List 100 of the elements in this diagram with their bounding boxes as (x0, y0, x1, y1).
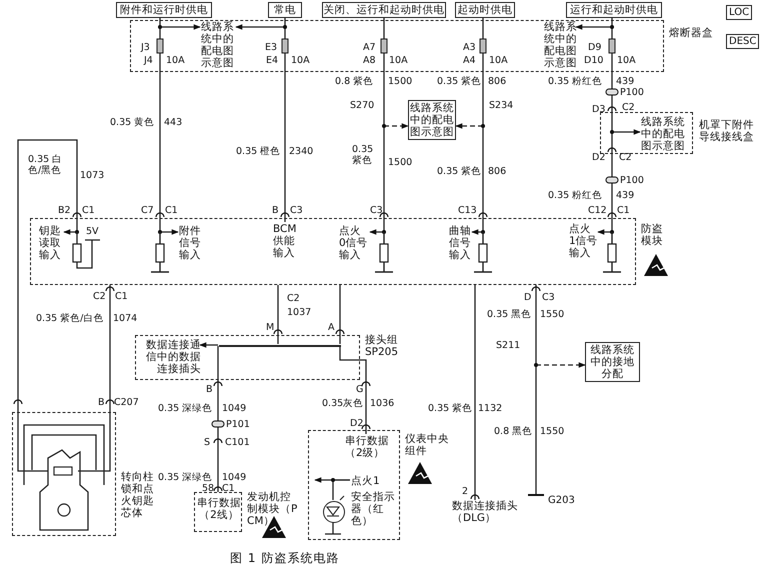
circuit-number: 439 (616, 76, 634, 87)
circuit-number: 1049 (222, 403, 246, 414)
circuit-number: 806 (488, 76, 506, 87)
circuit-number: 1073 (80, 170, 104, 181)
indicator-label: 安全指示器（红色） (351, 491, 395, 527)
connector-label: C101 (225, 437, 250, 448)
fuse-label: A3 (463, 42, 476, 53)
power-supply-box: 关闭、运行和起动时供电 (322, 2, 446, 18)
connector-label: C7 (141, 205, 154, 216)
connector-label: C1 (115, 291, 128, 302)
group-heading: 发动机控制模块（PCM） (247, 491, 298, 527)
wire (339, 285, 341, 344)
reference-arrow (384, 123, 409, 129)
connector-label: C3 (370, 205, 383, 216)
connector-label: C2 (287, 293, 300, 304)
connector-label: 2 (462, 486, 468, 497)
connector-label: P100 (620, 175, 644, 186)
wire-color-label: 0.8 紫色 (335, 76, 374, 87)
wire-color-label: 0.35 紫色 (352, 144, 374, 166)
connector-label: C1 (617, 205, 630, 216)
fuse-label: J3 (141, 42, 150, 53)
input-label: BCM供能输入 (273, 223, 299, 259)
fuse-label: E3 (265, 42, 278, 53)
fuse-rating: 10A (617, 55, 636, 66)
connector-label: B (98, 397, 105, 408)
connector-label: D (524, 292, 532, 303)
wire (332, 479, 350, 500)
connector-name: 数据连接插头（DLG） (452, 500, 518, 524)
wire-color-label: 0.35 紫色 (437, 76, 482, 87)
wire-color-label: 0.35 紫色 (428, 403, 472, 414)
group-heading: 防盗模块 (641, 223, 664, 247)
indicator-lamp (323, 501, 345, 523)
connector-label: S (204, 437, 210, 448)
wire-color-label: 0.8 黑色 (494, 426, 532, 437)
wire-color-label: 0.35 深绿色 (158, 472, 212, 483)
connector-label: P100 (620, 87, 644, 98)
input-label: 曲轴信号输入 (449, 225, 473, 261)
connector-label: C3 (542, 292, 555, 303)
connector-label: 58 (202, 483, 214, 494)
connector-label: C1 (165, 205, 178, 216)
circuit-number: 1550 (540, 309, 564, 320)
circuit-number: 1037 (287, 307, 312, 318)
wire-color-label: 0.35 黄色 (110, 117, 154, 128)
reference-note: 数据连接通信中的数据连接插头 (139, 339, 201, 375)
wire (284, 18, 286, 222)
circuit-number: 1550 (540, 426, 564, 437)
reference-note: 线路系统中的配电图示意图 (541, 21, 577, 69)
fuse-label: A7 (363, 42, 376, 53)
wire (217, 346, 219, 492)
wire-arrow (17, 139, 78, 412)
power-supply-box: 起动时供电 (455, 2, 515, 18)
connector-label: D3 (592, 104, 606, 115)
fuse-label: D9 (588, 42, 602, 53)
wire-color-label: 0.35 粉红色 (548, 76, 602, 87)
location-symbol: LOC (726, 5, 752, 20)
reference-arrow (536, 362, 586, 368)
connector-label: M (266, 322, 274, 333)
connector-label: B2 (58, 205, 71, 216)
wire-arrow (159, 18, 179, 235)
wire-arrow (471, 18, 484, 235)
connector-label: B (272, 205, 279, 216)
signal-label: 串行数据（2级） (345, 435, 391, 459)
group-heading: 熔断器盒 (669, 27, 714, 39)
connector-label: C2 (622, 102, 635, 113)
input-label: 点火 0信号输入 (339, 225, 371, 261)
wire-color-label: 0.35灰色 (322, 398, 364, 409)
connector-label: C2 (619, 152, 632, 163)
signal-label: 点火1 (351, 475, 383, 487)
group-heading: 机罩下附件导线接线盒 (699, 119, 755, 143)
power-supply-box: 附件和运行时供电 (116, 2, 212, 18)
power-supply-box: 常电 (268, 2, 302, 18)
location-symbol: DESC (726, 34, 760, 49)
circuit-number: 1500 (388, 76, 412, 87)
fuse-label: A8 (363, 55, 376, 66)
wire-color-label: 0.35 深绿色 (158, 403, 212, 414)
voltage-label: 5V (86, 226, 99, 237)
connector-label: C1 (82, 205, 95, 216)
connector-label: C3 (290, 205, 303, 216)
connector-label: P101 (226, 419, 250, 430)
wire-arrow (575, 24, 612, 30)
wire-color-label: 0.35 黑色 (487, 309, 532, 320)
wire-color-label: 0.35 紫色 (437, 166, 482, 177)
circuit-number: 1049 (222, 472, 246, 483)
group-heading: 转向柱锁和点火钥匙芯体 (121, 471, 155, 519)
splice-label: S234 (489, 100, 514, 111)
group-heading: 接头组 SP205 (365, 334, 400, 358)
reference-box: 线路系统中的接地分配 (585, 342, 640, 382)
splice-label: S270 (350, 100, 374, 111)
wire-color-label: 0.35 粉红色 (548, 190, 602, 201)
wire (277, 285, 279, 344)
wire-color-label: 0.35 紫色/白色 (36, 313, 104, 324)
wire-arrow (612, 129, 641, 135)
connector-label: D2 (592, 152, 606, 163)
connector-label: C13 (458, 205, 477, 216)
wire (109, 285, 111, 412)
fuse-label: A4 (463, 55, 476, 66)
caption: 图 1 防盗系统电路 (230, 550, 340, 567)
fuse-rating: 10A (489, 55, 508, 66)
fuse-label: D10 (584, 55, 604, 66)
circuit-number: 1074 (113, 313, 138, 324)
